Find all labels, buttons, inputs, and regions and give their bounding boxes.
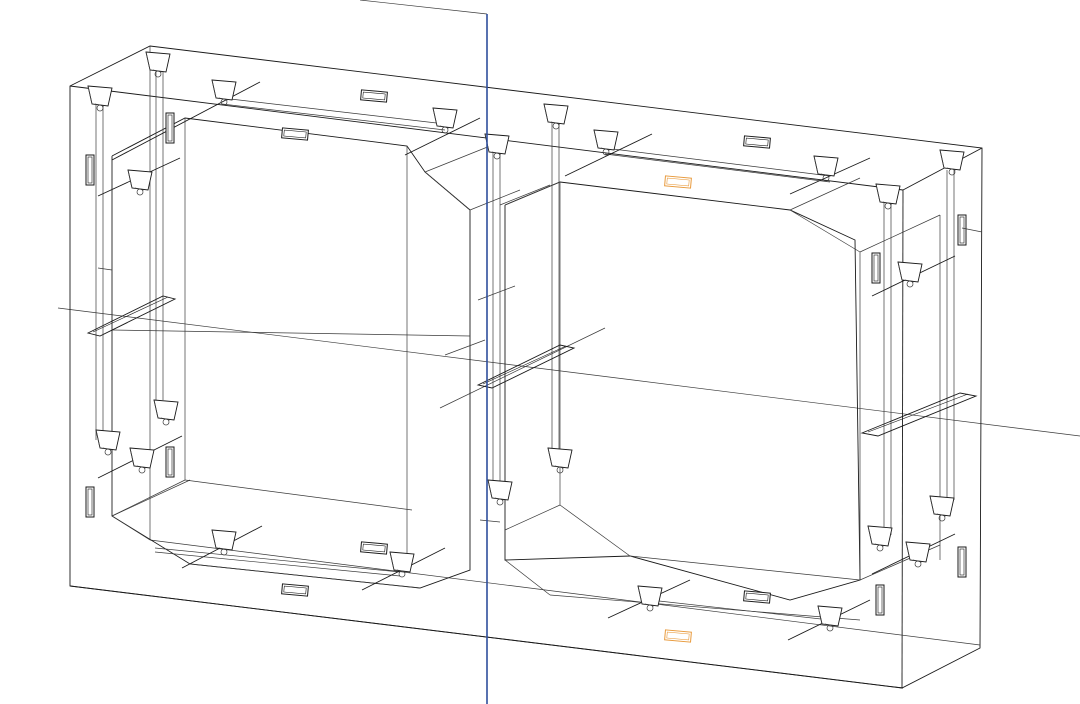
slot-marker[interactable] [360,89,388,103]
anchor-block[interactable] [389,551,415,578]
mid-rails[interactable] [86,295,978,437]
anchor-block[interactable] [637,585,663,612]
anchor-block[interactable] [905,541,931,568]
slot-marker[interactable] [165,112,175,144]
slot-markers[interactable] [85,89,967,643]
slot-marker[interactable] [743,590,771,604]
slot-marker[interactable] [957,546,967,578]
outer-box[interactable] [69,45,983,689]
anchor-block[interactable] [929,495,955,522]
anchor-block[interactable] [867,525,893,552]
anchor-block[interactable] [547,447,573,474]
slot-marker[interactable] [875,584,885,616]
slot-marker[interactable] [871,252,881,284]
anchor-block[interactable] [487,479,513,506]
highlighted-slot[interactable] [664,175,692,189]
slot-marker[interactable] [281,583,309,597]
slot-marker[interactable] [743,135,771,149]
slot-marker[interactable] [85,486,95,518]
anchor-block[interactable] [813,155,839,182]
slot-marker[interactable] [85,154,95,186]
anchor-block[interactable] [129,447,155,474]
vertical-rods[interactable] [95,70,955,535]
slot-marker[interactable] [360,541,388,555]
anchor-block[interactable] [95,429,121,456]
left-cell[interactable] [111,117,521,589]
slot-marker[interactable] [281,127,309,141]
anchor-block[interactable] [817,605,843,632]
anchor-block[interactable] [484,133,510,160]
anchor-block[interactable] [211,529,237,556]
slot-marker[interactable] [165,446,175,478]
anchor-block[interactable] [87,85,113,112]
tick-lines [97,227,983,523]
section-lines [57,0,1080,437]
anchor-block[interactable] [211,79,237,106]
anchor-blocks[interactable] [87,51,965,632]
slot-marker[interactable] [957,214,967,246]
anchor-block[interactable] [897,261,923,288]
anchor-block[interactable] [153,399,179,426]
anchor-block[interactable] [939,149,965,176]
right-cell[interactable] [499,177,941,621]
anchor-block[interactable] [127,169,153,196]
highlighted-slot[interactable] [664,629,692,643]
anchor-block[interactable] [875,183,901,210]
anchor-block[interactable] [145,51,171,78]
anchor-block[interactable] [543,103,569,130]
anchor-block[interactable] [593,129,619,156]
anchor-block[interactable] [432,107,458,134]
horizontal-rods[interactable] [154,97,831,621]
